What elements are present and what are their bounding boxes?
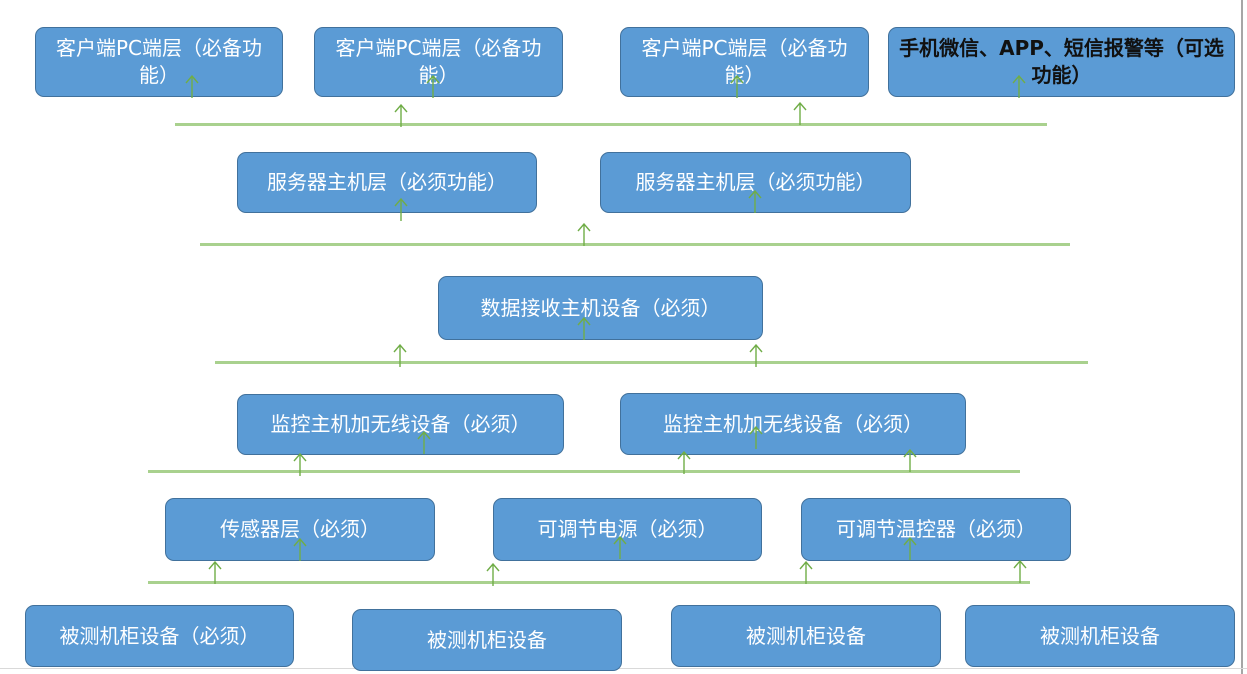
window-border-right: [1241, 0, 1243, 674]
arrow-up-icon: [749, 344, 763, 367]
cabinet-under-test-2: 被测机柜设备: [352, 609, 622, 671]
arrow-up-icon: [793, 102, 807, 125]
bus-line-field: [148, 581, 1030, 584]
window-border-bottom: [0, 668, 1247, 669]
arrow-up-icon: [577, 317, 591, 340]
arrow-up-icon: [730, 75, 744, 98]
client-pc-layer-3: 客户端PC端层（必备功能）: [620, 27, 869, 97]
arrow-up-icon: [426, 75, 440, 98]
sensor-layer: 传感器层（必须）: [165, 498, 435, 561]
box-label: 被测机柜设备: [427, 627, 547, 652]
bus-line-client: [175, 123, 1047, 126]
box-label: 被测机柜设备: [1040, 623, 1160, 648]
arrow-up-icon: [1012, 75, 1026, 98]
box-label: 监控主机加无线设备（必须）: [270, 412, 531, 436]
data-receiver-host: 数据接收主机设备（必须）: [438, 276, 763, 340]
arrow-up-icon: [208, 561, 222, 584]
arrow-up-icon: [486, 563, 500, 586]
arrow-up-icon: [677, 451, 691, 474]
adjustable-thermostat: 可调节温控器（必须）: [801, 498, 1071, 561]
server-host-layer-1: 服务器主机层（必须功能）: [237, 152, 537, 213]
box-label: 可调节电源（必须）: [537, 517, 718, 541]
box-label: 数据接收主机设备（必须）: [480, 295, 721, 320]
box-label: 监控主机加无线设备（必须）: [663, 411, 923, 436]
client-pc-layer-1: 客户端PC端层（必备功能）: [35, 27, 283, 97]
arrow-up-icon: [749, 426, 763, 449]
box-label: 客户端PC端层（必备功能）: [335, 36, 542, 87]
cabinet-under-test-4: 被测机柜设备: [965, 605, 1235, 667]
arrow-up-icon: [185, 75, 199, 98]
box-label: 服务器主机层（必须功能）: [267, 170, 507, 194]
cabinet-under-test-1: 被测机柜设备（必须）: [25, 605, 294, 667]
box-label: 客户端PC端层（必备功能）: [641, 36, 848, 87]
adjustable-power-supply: 可调节电源（必须）: [493, 498, 762, 561]
bus-line-receiver: [215, 361, 1088, 364]
mobile-alert-layer: 手机微信、APP、短信报警等（可选功能）: [888, 27, 1235, 97]
monitor-wireless-host-1: 监控主机加无线设备（必须）: [237, 394, 564, 455]
arrow-up-icon: [417, 431, 431, 454]
arrow-up-icon: [577, 223, 591, 246]
bus-line-monitor: [148, 470, 1020, 473]
box-label: 被测机柜设备: [746, 623, 866, 648]
arrow-up-icon: [903, 537, 917, 560]
arrow-up-icon: [903, 449, 917, 472]
box-label: 服务器主机层（必须功能）: [635, 170, 876, 194]
box-label: 传感器层（必须）: [220, 517, 380, 541]
monitor-wireless-host-2: 监控主机加无线设备（必须）: [620, 393, 966, 455]
cabinet-under-test-3: 被测机柜设备: [671, 605, 941, 667]
arrow-up-icon: [393, 344, 407, 367]
box-label: 被测机柜设备（必须）: [59, 623, 260, 648]
box-label: 客户端PC端层（必备功能）: [55, 36, 263, 87]
client-pc-layer-2: 客户端PC端层（必备功能）: [314, 27, 563, 97]
arrow-up-icon: [394, 198, 408, 221]
bus-line-server: [200, 243, 1070, 246]
arrow-up-icon: [394, 104, 408, 127]
arrow-up-icon: [293, 453, 307, 476]
box-label: 可调节温控器（必须）: [836, 517, 1036, 541]
arrow-up-icon: [799, 561, 813, 584]
box-label: 手机微信、APP、短信报警等（可选功能）: [899, 36, 1224, 87]
arrow-up-icon: [613, 536, 627, 559]
arrow-up-icon: [1013, 560, 1027, 583]
arrow-up-icon: [748, 190, 762, 213]
arrow-up-icon: [293, 538, 307, 561]
